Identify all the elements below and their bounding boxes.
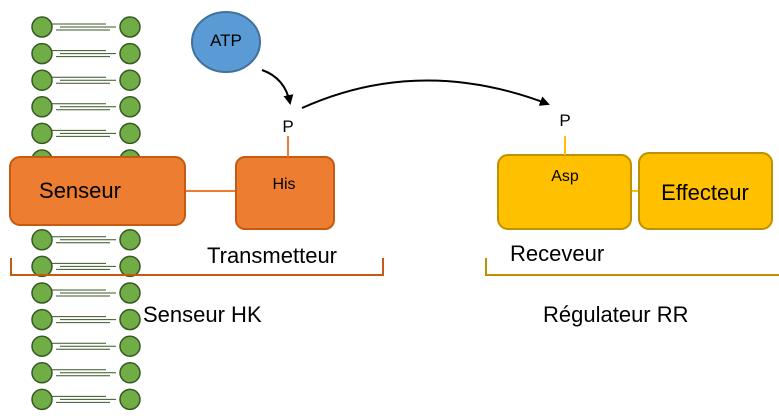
lipid-pair: [31, 42, 141, 65]
lipid-head: [119, 42, 141, 65]
lipid-pair: [31, 255, 141, 278]
effecteur-label: Effecteur: [661, 180, 749, 205]
senseur-domain-box: [9, 156, 186, 226]
phospho-his-label: P: [282, 117, 293, 136]
lipid-head: [31, 16, 53, 38]
senseur-hk-label: Senseur HK: [143, 302, 262, 327]
lipid-head: [119, 16, 141, 38]
lipid-head: [31, 308, 53, 331]
hk-bracket: [10, 258, 384, 276]
asp-label: Asp: [551, 168, 579, 185]
lipid-head: [119, 122, 141, 145]
lipid-head: [31, 388, 53, 411]
lipid-pair: [31, 69, 141, 91]
atp-circle: [191, 11, 261, 73]
lipid-head: [31, 335, 53, 357]
lipid-head: [119, 69, 141, 91]
lipid-pair: [31, 16, 141, 38]
lipid-head: [119, 96, 141, 118]
lipid-pair: [31, 308, 141, 331]
rr-bracket: [485, 258, 779, 276]
lipid-head: [119, 335, 141, 357]
lipid-head: [31, 122, 53, 145]
lipid-head: [119, 229, 141, 251]
his-label: His: [272, 176, 295, 193]
atp-label: ATP: [210, 31, 242, 50]
lipid-pair: [31, 229, 141, 251]
lipid-head: [31, 282, 53, 304]
lipid-head: [31, 362, 53, 384]
receveur-label: Receveur: [510, 241, 604, 266]
lipid-head: [119, 388, 141, 411]
senseur-domain-label: Senseur: [39, 178, 121, 203]
lipid-head: [31, 229, 53, 251]
phospho-asp-label: P: [559, 111, 570, 130]
lipid-head: [119, 255, 141, 278]
lipid-head: [31, 255, 53, 278]
lipid-head: [119, 362, 141, 384]
lipid-head: [119, 282, 141, 304]
asp-domain-box: [497, 154, 632, 230]
his-domain-box: [235, 156, 335, 230]
lipid-pair: [31, 96, 141, 118]
transmetteur-label: Transmetteur: [207, 243, 337, 268]
lipid-pair: [31, 122, 141, 145]
regulateur-rr-label: Régulateur RR: [543, 302, 689, 327]
atp-to-his-arrow: [261, 69, 294, 105]
lipid-head: [31, 42, 53, 65]
lipid-pair: [31, 335, 141, 357]
lipid-head: [119, 308, 141, 331]
lipid-pair: [31, 362, 141, 384]
effecteur-domain-box: [638, 152, 773, 230]
lipid-pair: [31, 388, 141, 411]
lipid-head: [31, 69, 53, 91]
phosphotransfer-arrow: [301, 79, 550, 109]
lipid-head: [31, 96, 53, 118]
lipid-pair: [31, 282, 141, 304]
